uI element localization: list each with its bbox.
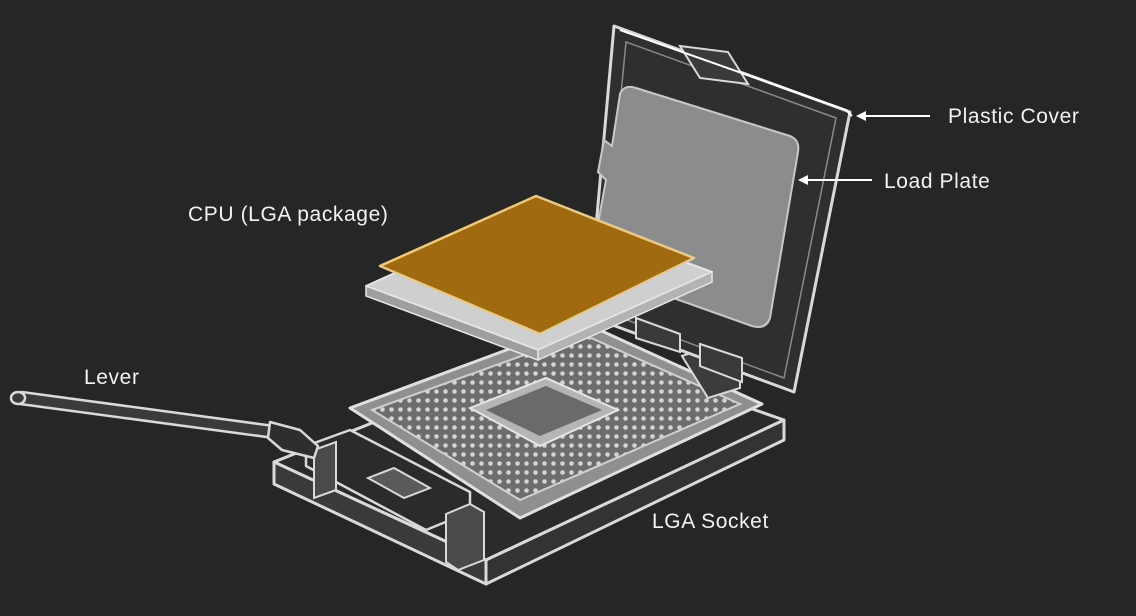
load-plate-hinge xyxy=(699,342,743,384)
load-plate-label: Load Plate xyxy=(884,170,991,193)
plastic-cover-tab xyxy=(678,44,750,86)
plastic-cover-label: Plastic Cover xyxy=(948,105,1080,128)
plastic-cover-edge xyxy=(619,29,853,117)
cpu-label: CPU (LGA package) xyxy=(188,203,389,226)
lever-tip xyxy=(9,390,27,406)
lga-socket-label: LGA Socket xyxy=(652,510,769,533)
lga-socket xyxy=(272,320,786,586)
cpu-substrate-side-right xyxy=(537,270,713,362)
hinge-block-right xyxy=(445,502,485,572)
socket-center-cavity xyxy=(486,386,602,436)
load-plate xyxy=(586,24,853,394)
lever xyxy=(9,390,320,460)
hinge-block-left xyxy=(313,440,337,500)
load-plate-hinge-2 xyxy=(635,316,681,354)
cpu-package xyxy=(365,194,713,362)
cpu-heat-spreader xyxy=(378,194,696,336)
socket-base-right-edge xyxy=(484,418,786,586)
retention-slot xyxy=(365,466,433,500)
lever-label: Lever xyxy=(84,366,140,389)
lever-arm xyxy=(14,390,276,440)
lever-pivot xyxy=(266,420,320,460)
